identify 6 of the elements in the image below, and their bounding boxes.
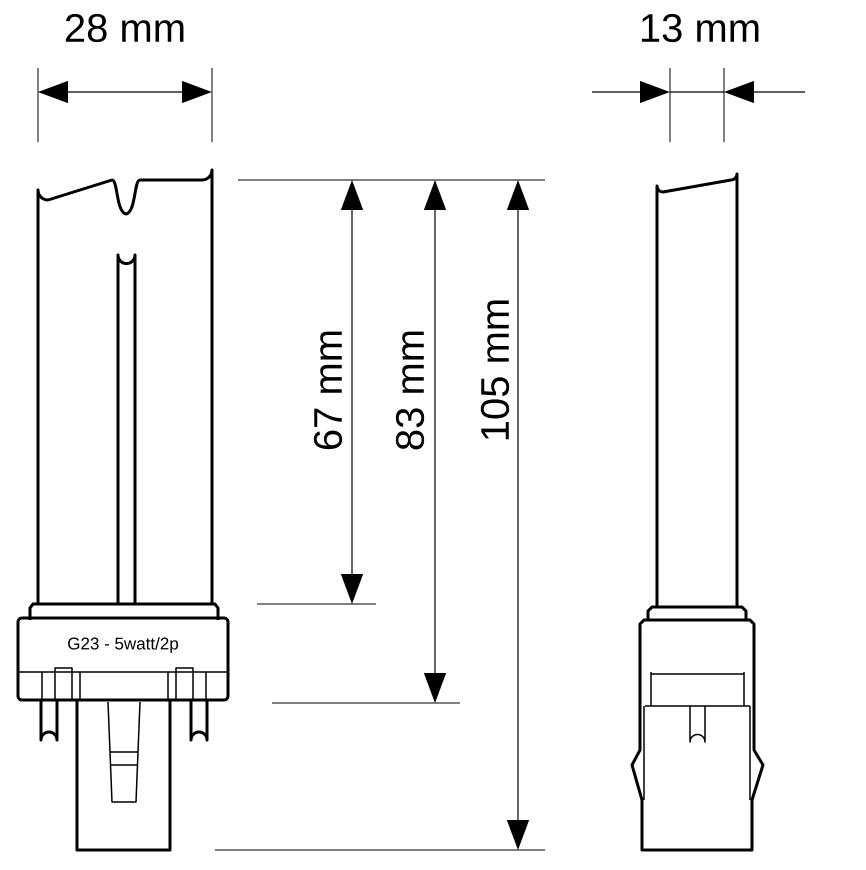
dimension-label: 105 mm (480, 296, 510, 444)
dimension-label: 28 mm (62, 12, 188, 44)
dimension-label: 13 mm (638, 12, 762, 44)
base-label: G23 - 5watt/2p (68, 637, 178, 653)
dimension-label: 83 mm (394, 328, 426, 452)
dimension-label: 67 mm (312, 328, 344, 452)
